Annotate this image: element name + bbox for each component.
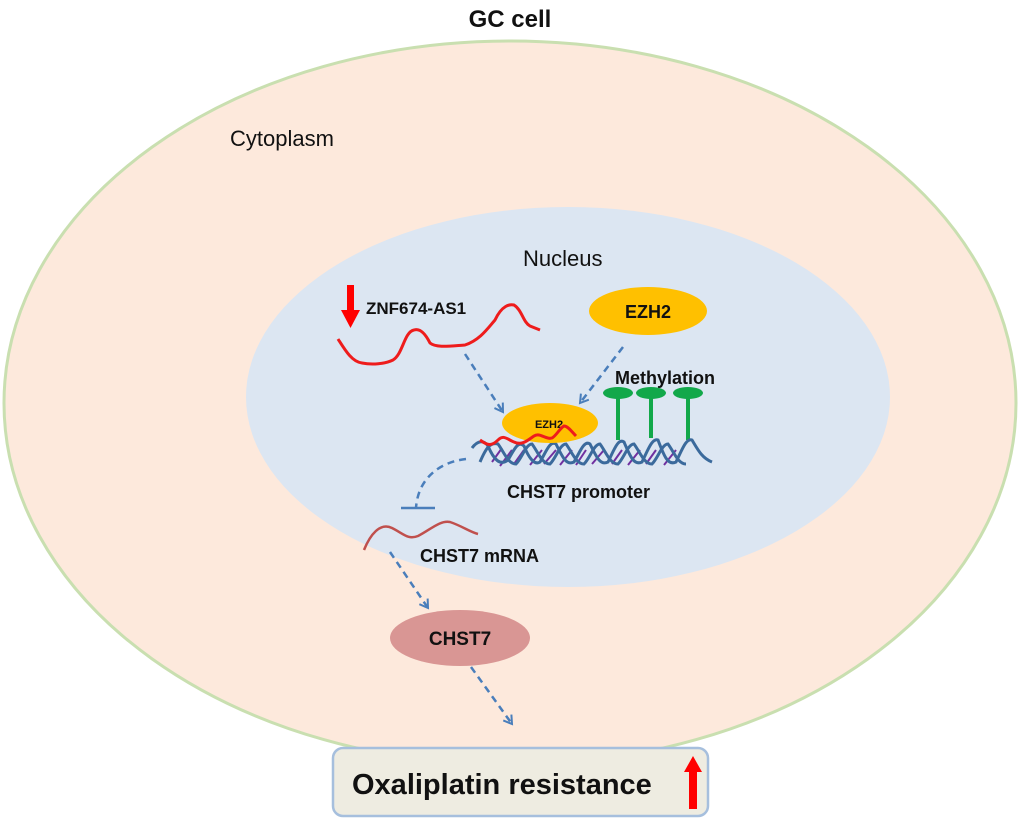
nucleus: [246, 207, 890, 587]
mrna-label: CHST7 mRNA: [420, 546, 539, 566]
up-arrow-icon: [684, 756, 702, 809]
lncrna-bound-segment: [479, 424, 578, 446]
outcome-box: [331, 746, 710, 818]
down-arrow-icon: [341, 285, 360, 328]
inhibition-arc: [414, 457, 467, 509]
protein-label: CHST7: [429, 629, 491, 650]
ezh2-free-label: EZH2: [625, 302, 671, 322]
lncrna-strand: [336, 303, 541, 366]
ezh2-bound-label: EZH2: [535, 419, 563, 431]
dna-helix: [470, 438, 713, 467]
cytoplasm-label: Cytoplasm: [230, 126, 334, 151]
methylation-marks: [603, 387, 703, 440]
mrna-strand: [362, 520, 479, 551]
nucleus-label: Nucleus: [523, 246, 602, 271]
chst7-protein: [390, 610, 530, 666]
ezh2-free: [589, 287, 707, 335]
promoter-label: CHST7 promoter: [507, 482, 650, 502]
outcome-label: Oxaliplatin resistance: [352, 769, 652, 801]
methylation-label: Methylation: [615, 368, 715, 388]
lncrna-label: ZNF674-AS1: [366, 299, 466, 318]
diagram-title: GC cell: [469, 6, 552, 33]
